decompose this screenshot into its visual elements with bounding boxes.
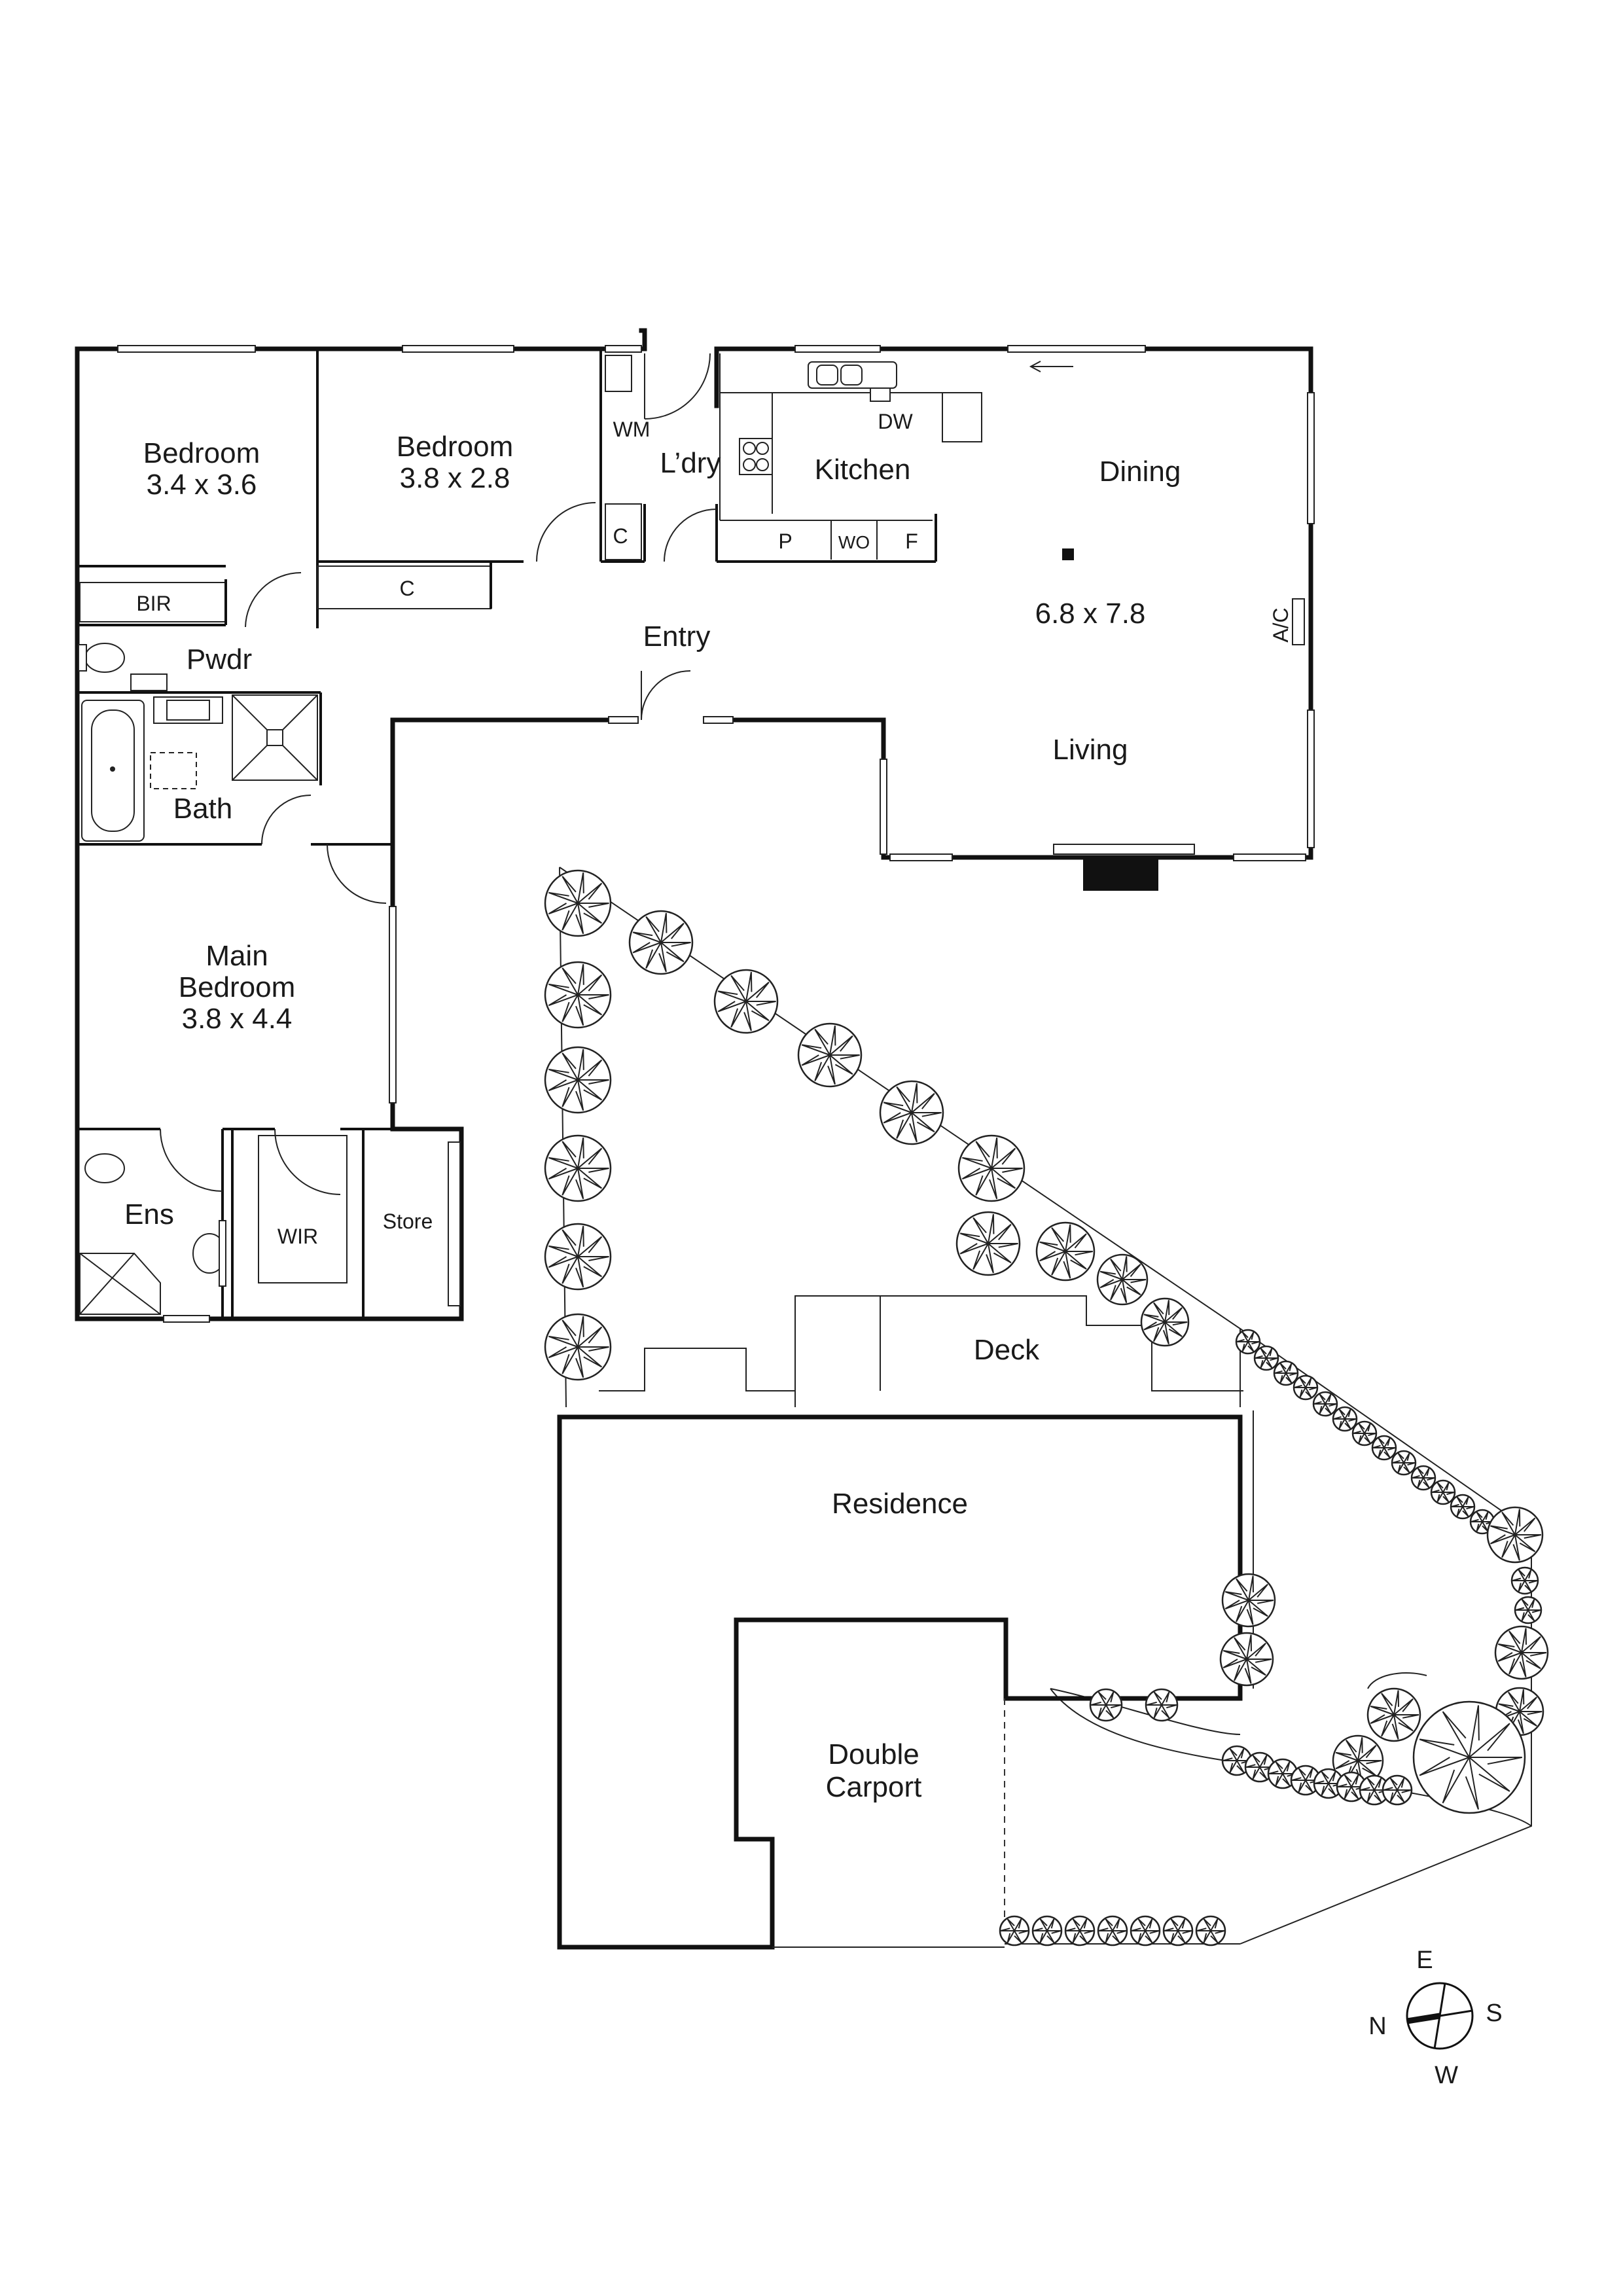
tree-icon bbox=[544, 869, 612, 937]
fixtures bbox=[78, 355, 1074, 1315]
tree-icon bbox=[1450, 1494, 1476, 1520]
landscape-trees bbox=[544, 869, 1549, 1946]
fireplace-hearth bbox=[1083, 859, 1158, 891]
tree-icon bbox=[999, 1915, 1030, 1946]
tree-icon bbox=[1219, 1632, 1274, 1687]
tree-icon bbox=[1221, 1573, 1276, 1628]
tree-icon bbox=[1514, 1596, 1543, 1624]
tree-icon bbox=[1273, 1360, 1299, 1386]
windows bbox=[117, 345, 1315, 1323]
compass-south: S bbox=[1486, 2000, 1502, 2027]
living-label: Living bbox=[1053, 734, 1128, 766]
tree-icon bbox=[1293, 1374, 1319, 1401]
ac-label: A/C bbox=[1269, 607, 1293, 642]
deck-label: Deck bbox=[974, 1334, 1040, 1366]
tree-icon bbox=[713, 969, 779, 1034]
tree-icon bbox=[1244, 1751, 1275, 1783]
tree-icon bbox=[1494, 1625, 1549, 1680]
tree-icon bbox=[628, 910, 694, 975]
compass-north: N bbox=[1368, 2013, 1386, 2040]
tree-icon bbox=[1366, 1687, 1421, 1742]
tree-icon bbox=[1391, 1450, 1417, 1476]
room-labels: Bedroom 3.4 x 3.6 Bedroom 3.8 x 2.8 WM L… bbox=[124, 410, 1503, 2089]
tree-icon bbox=[957, 1134, 1026, 1202]
main-bedroom-line2: Bedroom bbox=[179, 971, 296, 1003]
tree-icon bbox=[544, 1046, 612, 1114]
entry-label: Entry bbox=[643, 620, 711, 653]
tree-icon bbox=[1410, 1465, 1436, 1491]
tree-icon bbox=[1510, 1566, 1539, 1595]
residence-label: Residence bbox=[832, 1488, 968, 1520]
tree-icon bbox=[879, 1080, 944, 1145]
tree-icon bbox=[544, 961, 612, 1029]
tree-icon bbox=[1089, 1688, 1123, 1722]
door-swings bbox=[160, 353, 1073, 1195]
tree-icon bbox=[1486, 1506, 1544, 1564]
interior-walls bbox=[77, 349, 982, 1319]
carport-line1: Double bbox=[828, 1738, 919, 1770]
store-label: Store bbox=[383, 1210, 433, 1233]
tree-icon bbox=[1267, 1758, 1298, 1789]
tree-icon bbox=[1235, 1329, 1261, 1355]
compass-west: W bbox=[1435, 2062, 1458, 2089]
bedroom1-name: Bedroom bbox=[143, 437, 260, 469]
main-bedroom-size: 3.8 x 4.4 bbox=[182, 1003, 293, 1035]
laundry-label: L’dry bbox=[660, 447, 721, 479]
tree-icon bbox=[1253, 1345, 1279, 1371]
wm-label: WM bbox=[613, 418, 651, 441]
cupboard-label-laundry: C bbox=[613, 524, 628, 548]
tree-icon bbox=[1145, 1688, 1179, 1722]
main-bedroom-line1: Main bbox=[205, 940, 268, 972]
tree-icon bbox=[1130, 1915, 1161, 1946]
bath-label: Bath bbox=[173, 793, 233, 825]
tree-icon bbox=[544, 1134, 612, 1202]
tree-icon bbox=[1097, 1915, 1128, 1946]
dishwasher-label: DW bbox=[878, 410, 913, 433]
compass-rose bbox=[1406, 1982, 1474, 2050]
bir-label: BIR bbox=[136, 592, 171, 615]
tree-icon bbox=[544, 1223, 612, 1291]
tree-icon bbox=[544, 1313, 612, 1381]
tree-icon bbox=[1412, 1700, 1526, 1814]
tree-icon bbox=[1312, 1391, 1338, 1417]
tree-icon bbox=[1064, 1915, 1096, 1946]
bedroom2-size: 3.8 x 2.8 bbox=[400, 462, 510, 494]
dining-label: Dining bbox=[1099, 456, 1181, 488]
fridge-label: F bbox=[905, 529, 918, 553]
carport-line2: Carport bbox=[826, 1771, 922, 1803]
tree-icon bbox=[1382, 1774, 1413, 1806]
tree-icon bbox=[1430, 1479, 1456, 1505]
living-size: 6.8 x 7.8 bbox=[1035, 598, 1146, 630]
powder-room-label: Pwdr bbox=[187, 643, 252, 675]
tree-icon bbox=[1096, 1253, 1149, 1306]
tree-icon bbox=[1371, 1435, 1397, 1461]
pantry-label: P bbox=[778, 529, 792, 553]
tree-icon bbox=[1035, 1221, 1096, 1282]
tree-icon bbox=[1031, 1915, 1063, 1946]
tree-icon bbox=[1332, 1406, 1358, 1432]
tree-icon bbox=[1195, 1915, 1226, 1946]
cupboard-label-bedroom: C bbox=[399, 577, 414, 600]
bedroom2-name: Bedroom bbox=[397, 431, 514, 463]
tree-icon bbox=[797, 1022, 863, 1088]
bedroom1-size: 3.4 x 3.6 bbox=[147, 469, 257, 501]
tree-icon bbox=[955, 1211, 1021, 1276]
wir-label: WIR bbox=[277, 1225, 318, 1248]
kitchen-label: Kitchen bbox=[815, 454, 911, 486]
wall-oven-label: WO bbox=[838, 532, 870, 552]
tree-icon bbox=[1162, 1915, 1194, 1946]
tree-icon bbox=[1140, 1297, 1190, 1347]
compass-east: E bbox=[1416, 1946, 1433, 1974]
ensuite-label: Ens bbox=[124, 1198, 174, 1230]
tree-icon bbox=[1351, 1420, 1378, 1446]
